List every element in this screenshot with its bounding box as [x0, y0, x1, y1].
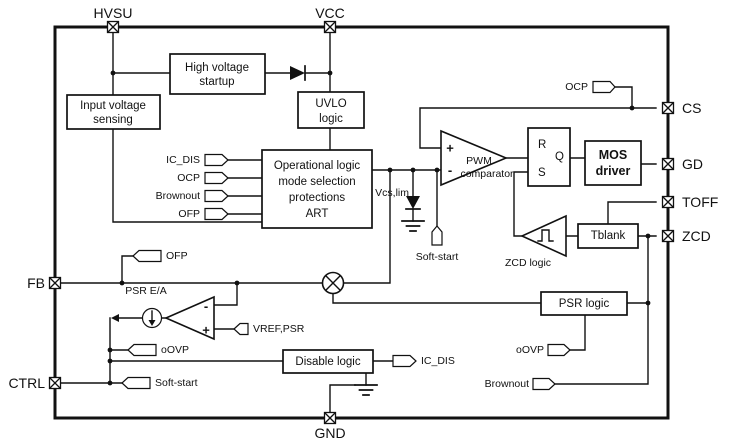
input-sensing-label-2: sensing — [93, 114, 133, 126]
ea-minus-sign: - — [204, 299, 208, 314]
vref-psr-label: VREF,PSR — [253, 323, 305, 335]
latch-q-label: Q — [555, 151, 564, 163]
ea-plus-sign: + — [202, 323, 210, 338]
ocp-cs-label: OCP — [565, 81, 588, 93]
pin-cs — [661, 101, 675, 115]
input-sensing-label-1: Input voltage — [80, 100, 146, 112]
pwm-comparator-label-1: PWM — [466, 155, 492, 167]
pwm-comparator-label-2: comparator — [460, 168, 514, 180]
pin-label-ctrl: CTRL — [8, 375, 45, 391]
block-operational-logic: Operational logic mode selection protect… — [261, 149, 373, 229]
multiplier-symbol — [321, 271, 345, 295]
pwm-plus-sign: + — [446, 141, 454, 156]
vcs-lim-label: Vcs,lim — [375, 187, 409, 199]
junction-dots — [107, 70, 651, 386]
zcd-logic-comparator: ZCD logic — [505, 214, 567, 269]
pin-label-vcc: VCC — [315, 5, 345, 21]
block-uvlo-logic: UVLO logic — [297, 91, 365, 129]
pin-label-hvsu: HVSU — [94, 5, 133, 21]
mos-driver-label-1: MOS — [599, 148, 627, 162]
psr-error-amplifier: - + PSR E/A — [111, 285, 215, 341]
pin-label-cs: CS — [682, 100, 701, 116]
block-tblank: Tblank — [577, 223, 639, 249]
chip-boundary — [53, 25, 670, 420]
block-mos-driver: MOS driver — [584, 140, 642, 186]
ic-dis-label: IC_DIS — [166, 154, 200, 166]
hv-startup-label-2: startup — [199, 76, 234, 88]
pin-fb — [48, 276, 62, 290]
disable-logic-label: Disable logic — [295, 356, 360, 368]
block-hv-startup: High voltage startup — [169, 53, 266, 95]
pin-toff — [661, 195, 675, 209]
ic-dis-tag-icon — [204, 153, 229, 167]
pin-hvsu — [106, 20, 120, 34]
block-psr-logic: PSR logic — [540, 291, 628, 316]
soft-start-ctrl-tag-icon — [121, 376, 151, 390]
pwm-comparator: + - PWM comparator — [440, 129, 514, 187]
latch-s-label: S — [538, 167, 546, 179]
pwm-minus-sign: - — [448, 163, 452, 178]
block-rs-latch: R S Q — [527, 127, 571, 187]
psr-logic-label: PSR logic — [559, 298, 610, 310]
soft-start-tag-icon — [431, 225, 443, 246]
pin-label-gnd: GND — [314, 425, 345, 441]
ic-dis-right-tag-icon — [392, 354, 417, 368]
pin-label-gd: GD — [682, 156, 703, 172]
op-logic-label-2: mode selection — [278, 176, 355, 188]
pin-label-toff: TOFF — [682, 194, 718, 210]
oovp-left-tag-icon — [127, 343, 157, 357]
diode-icon — [290, 66, 305, 80]
op-logic-label-4: ART — [306, 208, 329, 220]
pin-label-fb: FB — [27, 275, 45, 291]
square-wave-icon — [537, 229, 554, 242]
vref-psr-tag-icon — [233, 322, 249, 336]
pin-gnd — [323, 411, 337, 425]
soft-start-ctrl-label: Soft-start — [155, 377, 198, 389]
ic-dis-right-label: IC_DIS — [421, 355, 455, 367]
pin-label-zcd: ZCD — [682, 228, 711, 244]
tblank-label: Tblank — [591, 230, 626, 242]
current-source-arrowhead — [148, 320, 156, 326]
mos-driver-label-2: driver — [596, 164, 631, 178]
ocp-tag-icon — [204, 171, 229, 185]
zener-diode-icon — [406, 196, 420, 209]
ground-symbol-clamp — [401, 220, 425, 232]
op-logic-label-3: protections — [289, 192, 346, 204]
ofp-tag-icon — [204, 207, 229, 221]
pin-gd — [661, 157, 675, 171]
op-logic-label-1: Operational logic — [274, 160, 361, 172]
ground-symbol-main — [354, 384, 378, 396]
pin-vcc — [323, 20, 337, 34]
psr-ea-label: PSR E/A — [125, 285, 166, 297]
block-input-voltage-sensing: Input voltage sensing — [66, 94, 161, 130]
brownout-tag-icon — [204, 189, 229, 203]
pin-ctrl — [48, 376, 62, 390]
op-logic-input-tags: IC_DIS OCP Brownout OFP — [156, 153, 229, 221]
hv-startup-label-1: High voltage — [185, 62, 249, 74]
ocp-label: OCP — [177, 172, 200, 184]
block-disable-logic: Disable logic — [282, 349, 374, 374]
ofp-fb-tag-icon — [132, 249, 162, 263]
output-arrowhead-icon — [111, 314, 119, 322]
ocp-cs-tag-icon — [592, 80, 616, 94]
brownout-label: Brownout — [156, 190, 200, 202]
oovp-right-tag-icon — [547, 343, 571, 357]
soft-start-label: Soft-start — [416, 251, 459, 263]
pins — [48, 20, 675, 425]
oovp-left-label: oOVP — [161, 344, 189, 356]
oovp-right-label: oOVP — [516, 344, 544, 356]
brownout-right-tag-icon — [532, 377, 556, 391]
pin-zcd — [661, 229, 675, 243]
latch-r-label: R — [538, 139, 546, 151]
zcd-logic-label: ZCD logic — [505, 257, 551, 269]
ofp-label: OFP — [178, 208, 200, 220]
brownout-right-label: Brownout — [485, 378, 529, 390]
uvlo-label-2: logic — [319, 113, 343, 125]
uvlo-label-1: UVLO — [315, 98, 346, 110]
ofp-fb-label: OFP — [166, 250, 188, 262]
